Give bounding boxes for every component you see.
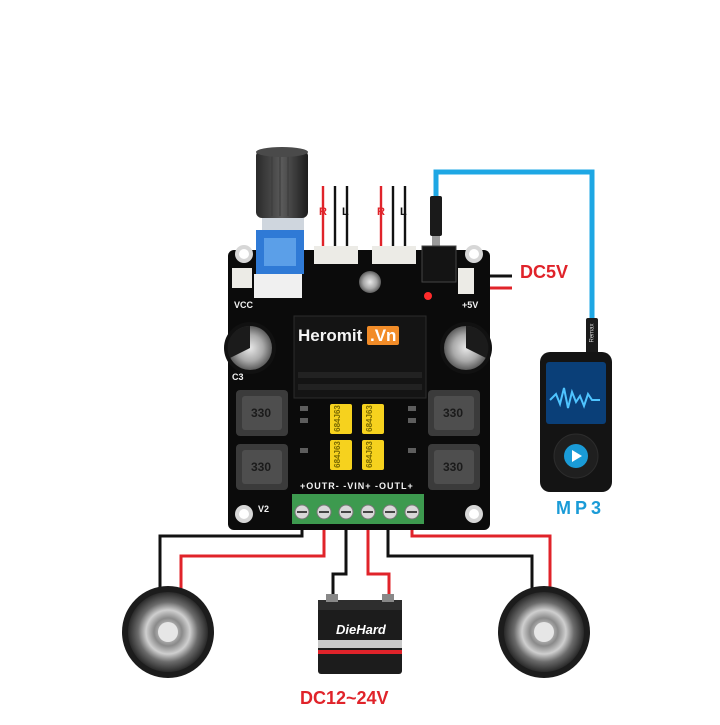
heatsink	[293, 315, 427, 399]
audio-jack	[421, 245, 457, 283]
input-connector-1	[314, 246, 358, 264]
capacitor-value: 684J63	[364, 405, 374, 432]
audio-input-wires	[321, 186, 407, 246]
mp3-label: MP3	[556, 498, 606, 518]
capacitor-value: 684J63	[332, 405, 342, 432]
dc5v-connector	[458, 268, 474, 294]
mp3-brand: Remax	[589, 323, 596, 343]
inductor-bottom-right	[428, 444, 480, 490]
power-wires	[331, 510, 391, 604]
input2-r-label: R	[377, 206, 385, 218]
inductor-value: 330	[251, 406, 272, 420]
capacitor-value: 684J63	[364, 441, 374, 468]
dc12-24v-label: DC12~24V	[300, 688, 389, 708]
big-capacitor-right	[440, 322, 492, 374]
audio-plug-mp3	[586, 318, 598, 356]
input1-r-label: R	[319, 206, 327, 218]
watermark-suffix: .Vn	[366, 326, 400, 345]
power-led	[424, 292, 432, 300]
film-capacitors	[330, 404, 384, 470]
v2-label: V2	[258, 504, 270, 514]
input1-l-label: L	[342, 206, 349, 218]
smd-parts	[300, 406, 416, 453]
c3-label: C3	[232, 372, 244, 382]
plus5v-label: +5V	[462, 300, 479, 310]
inductor-value: 330	[443, 460, 464, 474]
right-speaker	[498, 586, 590, 678]
audio-plug-board	[430, 196, 442, 248]
mp3-player	[540, 352, 612, 492]
inductor-value: 330	[443, 406, 464, 420]
amplifier-board	[224, 147, 492, 530]
vcc-label: VCC	[234, 300, 254, 310]
mounting-holes	[235, 245, 483, 523]
battery	[318, 594, 402, 674]
input-connector-2	[372, 246, 416, 264]
input2-l-label: L	[400, 206, 407, 218]
watermark: Heromit .Vn	[298, 326, 400, 346]
inductor-bottom-left	[236, 444, 288, 490]
inductor-value: 330	[251, 460, 272, 474]
left-speaker	[122, 586, 214, 678]
dc5v-label: DC5V	[520, 262, 569, 282]
inductor-top-right	[428, 390, 480, 436]
terminal-labels: +OUTR- -VIN+ -OUTL+	[300, 481, 414, 491]
vcc-connector	[232, 268, 252, 288]
volume-knob	[254, 147, 308, 298]
terminal-block	[292, 494, 424, 524]
blue-audio-cable	[433, 169, 595, 320]
watermark-main: Heromit	[298, 326, 363, 345]
inductor-top-left	[236, 390, 288, 436]
capacitor-value: 684J63	[332, 441, 342, 468]
battery-brand: DieHard	[336, 622, 386, 637]
big-capacitor-left	[224, 322, 276, 374]
small-capacitor	[359, 271, 381, 293]
